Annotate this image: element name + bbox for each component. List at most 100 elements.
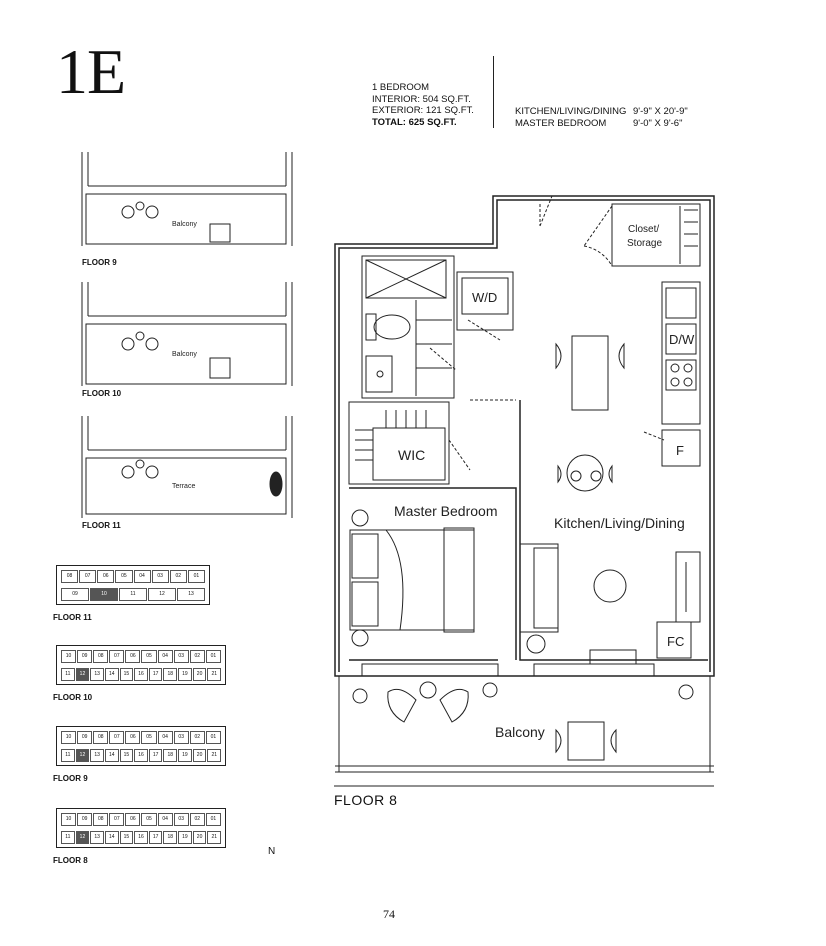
dining-area [555,335,625,492]
room-dimensions: KITCHEN/LIVING/DINING 9'-9" x 20'-9" MAS… [515,106,688,129]
total-area: TOTAL: 625 SQ.FT. [372,116,457,128]
key-plan-unit: 04 [157,650,173,663]
storage-label: Storage [627,238,662,249]
key-plan-unit: 02 [169,570,187,583]
dimension-room: MASTER BEDROOM [515,117,607,129]
exterior-area: EXTERIOR: 121 SQ.FT. [372,105,474,116]
dimension-row: KITCHEN/LIVING/DINING 9'-9" x 20'-9" [515,106,688,118]
key-plan-unit: 12 [75,831,90,844]
key-plan-unit: 12 [148,588,176,601]
key-plan-unit: 16 [134,749,148,762]
header-divider [493,56,494,128]
key-plan-unit: 07 [109,813,125,826]
dw-label: D/W [669,332,695,347]
key-plan-unit: 15 [119,749,134,762]
key-plan-unit: 06 [125,813,141,826]
key-plan-unit: 20 [192,749,207,762]
key-plan-unit: 07 [109,731,125,744]
key-plan-unit: 04 [157,813,173,826]
bed [349,509,475,647]
key-plan-unit: 21 [207,749,222,762]
walk-in-closet [348,399,516,485]
key-plan-unit: 19 [178,749,192,762]
thumb-floor-11 [81,416,293,518]
key-plan-unit: 09 [77,813,93,826]
fc-label: FC [667,634,684,649]
key-plan-unit: 05 [141,731,157,744]
key-plan-unit: 14 [104,749,119,762]
key-plan-unit: 06 [125,731,141,744]
key-plan-unit: 08 [61,570,79,583]
key-plan-unit: 08 [93,731,109,744]
interior-area: INTERIOR: 504 SQ.FT. [372,93,471,105]
key-plan-unit: 03 [151,570,169,583]
master-bedroom-label: Master Bedroom [394,503,497,519]
key-plan-unit: 11 [61,831,75,844]
key-plan-unit: 10 [61,813,77,826]
key-plan-label: FLOOR 11 [53,613,92,622]
kitchen-counter [643,281,701,467]
balcony-label: Balcony [495,724,545,740]
key-plan-unit: 21 [207,668,222,681]
key-plan-unit: 10 [61,731,77,744]
key-plan-unit: 02 [189,650,205,663]
key-plan-unit: 01 [205,650,221,663]
key-plan-unit: 18 [163,749,178,762]
key-plan-unit: 01 [205,813,221,826]
key-plan-unit: 13 [177,588,205,601]
dimension-size: 9'-9" x 20'-9" [633,106,688,117]
key-plan-unit: 19 [178,668,192,681]
key-plan-unit: 03 [173,731,189,744]
key-plan-unit: 11 [61,749,75,762]
key-plan-unit: 13 [90,749,104,762]
kitchen-living-label: Kitchen/Living/Dining [554,515,685,531]
living-area [519,543,701,665]
key-plan-unit: 11 [61,668,75,681]
key-plan-unit: 10 [90,588,118,601]
unit-type: 1 BEDROOM [372,82,430,93]
key-plan-unit: 20 [192,668,207,681]
key-plan-unit: 08 [93,650,109,663]
key-plan-unit: 07 [79,570,97,583]
dimension-room: KITCHEN/LIVING/DINING [515,106,627,117]
bathroom [361,255,457,399]
key-plan-label: FLOOR 8 [53,856,88,865]
key-plan-unit: 01 [205,731,221,744]
thumb-outdoor-label: Balcony [172,351,197,358]
wic-label: WIC [398,447,425,463]
key-plan-label: FLOOR 10 [53,693,93,702]
key-plan-unit: 20 [192,831,207,844]
key-plan-unit: 17 [148,831,163,844]
key-plan-unit: 06 [97,570,115,583]
key-plan-unit: 11 [119,588,147,601]
thumb-outdoor-label: Balcony [172,221,197,228]
key-plan-unit: 05 [115,570,133,583]
floor-label: FLOOR 8 [334,792,398,808]
bedroom-walls [349,400,708,661]
key-plan-unit: 18 [163,831,178,844]
key-plan-unit: 09 [61,588,89,601]
thumb-floor-label: FLOOR 10 [82,389,122,398]
key-plan-unit: 21 [207,831,222,844]
thumb-outdoor-label: Terrace [172,483,195,490]
key-plan-unit: 17 [148,668,163,681]
washer-dryer [456,271,514,341]
key-plan-unit: 03 [173,650,189,663]
key-plan-unit: 12 [75,749,90,762]
thumb-floor-9 [81,152,293,246]
unit-title: 1E [56,36,126,107]
exterior-walls [334,195,715,677]
key-plan-unit: 15 [119,831,134,844]
key-plan-unit: 17 [148,749,163,762]
fridge-label: F [676,443,684,458]
key-plan-unit: 12 [75,668,90,681]
key-plan-unit: 06 [125,650,141,663]
key-plan-unit: 16 [134,668,148,681]
